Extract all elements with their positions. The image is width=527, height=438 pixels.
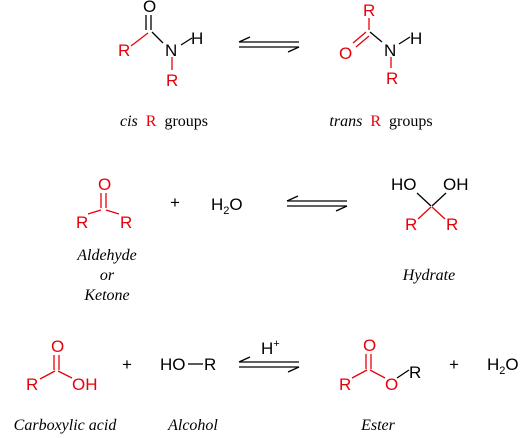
plus-sign: + [449, 355, 459, 374]
carboxylic-acid-label: Carboxylic acid [14, 417, 118, 434]
cis-caption: cis R groups [120, 113, 208, 130]
hydrate-structure: HO OH R R [391, 175, 469, 234]
nitrogen-atom: N [165, 41, 177, 60]
hydroxyl-group: HO [160, 355, 186, 374]
hydrogen-atom: H [191, 29, 203, 48]
superscript-plus: + [273, 338, 279, 350]
svg-text:trans R groups: trans R groups [329, 113, 432, 130]
equilibrium-arrow [238, 356, 300, 373]
nitrogen-atom: N [384, 41, 396, 60]
oxygen-atom: O [385, 375, 398, 394]
r-group-atom: R [120, 213, 132, 232]
or-label: or [100, 267, 115, 284]
r-label: R [370, 113, 381, 130]
r-group-atom: R [76, 213, 88, 232]
r-group-atom: R [386, 69, 398, 88]
hydrogen-atom: H [410, 29, 422, 48]
carbonyl-structure: O R R [76, 175, 132, 232]
subscript-two: 2 [223, 205, 229, 217]
groups-label: groups [389, 113, 433, 130]
groups-label: groups [164, 113, 208, 130]
r-group-atom: R [26, 375, 38, 394]
subscript-two: 2 [499, 365, 505, 377]
cis-label: cis [120, 113, 138, 130]
r-label: R [146, 113, 157, 130]
hydrogen-symbol: H [211, 195, 223, 214]
hydroxyl-group: OH [72, 375, 98, 394]
oxygen-atom: O [143, 0, 156, 16]
oxygen-symbol: O [505, 355, 518, 374]
water-formula: H2O [211, 195, 243, 217]
catalyst-label: H+ [261, 338, 280, 358]
trans-label: trans [329, 113, 362, 130]
carbonyl-caption: Aldehyde or Ketone [76, 247, 137, 304]
trans-amide-structure: R O N H R [339, 1, 422, 88]
water-formula: H2O [487, 355, 519, 377]
oxygen-symbol: O [229, 195, 242, 214]
trans-caption: trans R groups [329, 113, 432, 130]
r-group-atom: R [339, 375, 351, 394]
hydrogen-symbol: H [487, 355, 499, 374]
r-group-atom: R [204, 355, 216, 374]
svg-text:H2O: H2O [211, 195, 243, 217]
svg-text:H2O: H2O [487, 355, 519, 377]
oxygen-atom: O [339, 44, 352, 63]
plus-sign: + [122, 355, 132, 374]
equilibrium-arrow [286, 195, 348, 212]
alcohol-structure: HO R [160, 355, 216, 374]
hydroxyl-group: OH [443, 175, 469, 194]
r-group-atom: R [166, 71, 178, 90]
r-group-atom: R [446, 215, 458, 234]
alcohol-label: Alcohol [167, 417, 218, 434]
r-group-atom: R [409, 363, 421, 382]
ester-label: Ester [360, 417, 396, 434]
plus-sign: + [170, 193, 180, 212]
proton-symbol: H [261, 339, 273, 358]
r-group-atom: R [405, 215, 417, 234]
r-group-atom: R [363, 1, 375, 20]
hydroxyl-group: HO [391, 175, 417, 194]
svg-text:cis R groups: cis R groups [120, 113, 208, 130]
ester-structure: O R O R [339, 336, 421, 394]
equilibrium-arrow [238, 36, 300, 53]
svg-text:H+: H+ [261, 338, 280, 358]
carboxylic-acid-structure: O R OH [26, 337, 98, 394]
aldehyde-label: Aldehyde [76, 247, 137, 264]
hydrate-label: Hydrate [402, 267, 455, 284]
cis-amide-structure: O R N H R [118, 0, 203, 90]
ketone-label: Ketone [83, 287, 129, 304]
oxygen-atom: O [51, 337, 64, 356]
oxygen-atom: O [98, 175, 111, 194]
r-group-atom: R [118, 41, 130, 60]
oxygen-atom: O [363, 336, 376, 355]
